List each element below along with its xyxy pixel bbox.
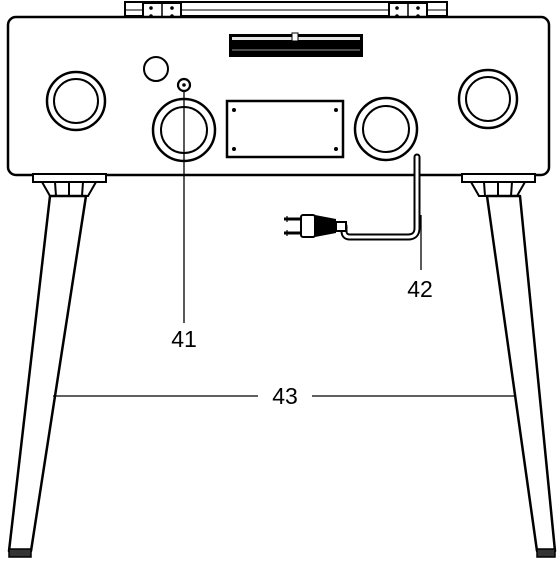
power-plug-icon <box>284 214 347 238</box>
left-leg-mount <box>32 173 107 197</box>
right-inner-speaker <box>353 96 419 162</box>
power-cord <box>340 153 421 241</box>
right-leg-mount <box>461 173 536 197</box>
callout-41: 41 <box>171 326 197 352</box>
display-slot <box>229 32 363 57</box>
callout-43: 43 <box>272 383 298 409</box>
right-outer-speaker <box>457 68 519 130</box>
control-knob <box>143 56 169 82</box>
right-leg <box>485 194 557 558</box>
headphone-jack <box>176 77 192 93</box>
left-leg <box>7 194 88 558</box>
callout-42: 42 <box>407 276 433 302</box>
left-outer-speaker <box>45 70 107 132</box>
center-panel <box>225 99 345 159</box>
